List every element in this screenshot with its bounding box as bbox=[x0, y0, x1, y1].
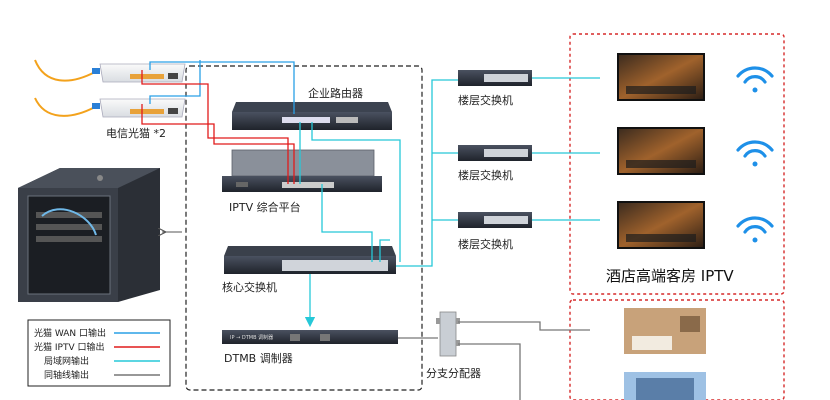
wifi-icon bbox=[736, 66, 774, 243]
legend-coax-label: 同轴线输出 bbox=[44, 369, 89, 381]
tv-icon bbox=[617, 53, 705, 249]
floor-switch-3 bbox=[458, 212, 532, 228]
fiber-cable-icon bbox=[34, 59, 100, 117]
floor-switch-label-2: 楼层交换机 bbox=[458, 168, 513, 182]
floor-switch-label-3: 楼层交换机 bbox=[458, 237, 513, 251]
legend: 光猫 WAN 口输出 光猫 IPTV 口输出 局域网输出 同轴线输出 bbox=[27, 319, 171, 387]
iptv-platform-label: IPTV 综合平台 bbox=[229, 200, 301, 214]
equipment-group-border bbox=[185, 65, 423, 391]
coax-zone-border bbox=[569, 299, 785, 400]
cabinet-icon bbox=[18, 168, 160, 302]
floor-switch-label-1: 楼层交换机 bbox=[458, 93, 513, 107]
iptv-zone-title: 酒店高端客房 IPTV bbox=[606, 267, 734, 285]
core-switch-label: 核心交换机 bbox=[222, 280, 277, 294]
connection-lines bbox=[141, 60, 600, 400]
floor-switch-2 bbox=[458, 145, 532, 161]
splitter-device bbox=[436, 311, 460, 357]
router-label: 企业路由器 bbox=[308, 86, 363, 100]
dtmb-label: DTMB 调制器 bbox=[224, 352, 293, 365]
iptv-zone-border bbox=[569, 33, 785, 295]
legend-lan-label: 局域网输出 bbox=[44, 355, 89, 367]
modem-label: 电信光猫 *2 bbox=[106, 126, 166, 140]
dtmb-modulator-device: IP → DTMB 调制器 bbox=[222, 330, 398, 344]
legend-wan-label: 光猫 WAN 口输出 bbox=[34, 327, 106, 339]
core-switch-device bbox=[224, 246, 396, 274]
splitter-label: 分支分配器 bbox=[426, 367, 481, 380]
hotel-room-picture bbox=[624, 308, 706, 354]
hotel-building-picture bbox=[624, 372, 706, 400]
dtmb-brand-text: IP → DTMB 调制器 bbox=[230, 334, 273, 341]
router-device bbox=[232, 102, 392, 130]
legend-iptv-label: 光猫 IPTV 口输出 bbox=[34, 341, 104, 353]
floor-switch-1 bbox=[458, 70, 532, 86]
iptv-platform-device bbox=[222, 149, 382, 192]
